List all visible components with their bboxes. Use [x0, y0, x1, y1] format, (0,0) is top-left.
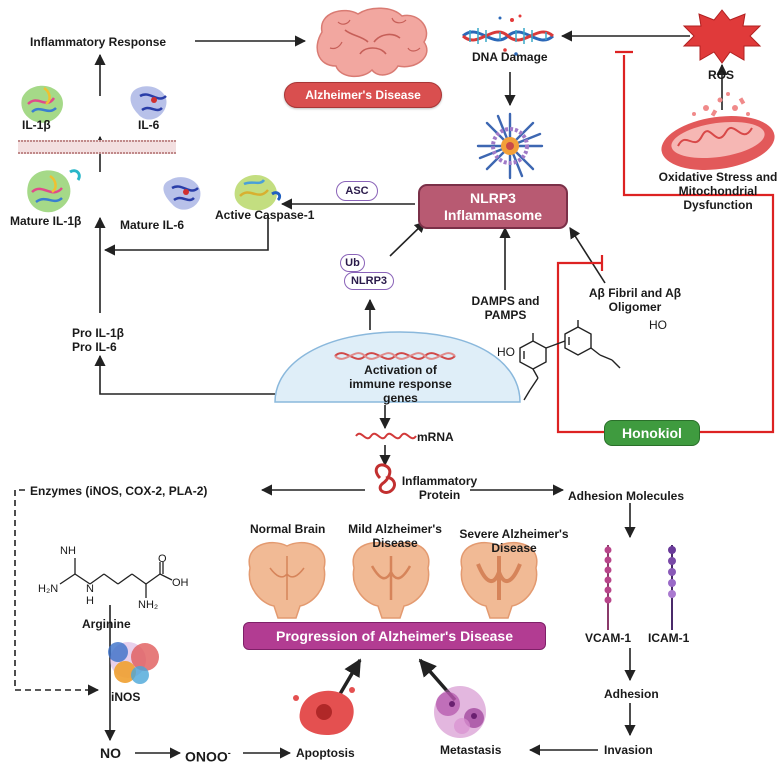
inflammasome-illustration — [476, 112, 544, 180]
normal-brain-label: Normal Brain — [250, 522, 326, 536]
inflammasome-label: Inflammasome — [443, 206, 543, 223]
inflammatory-protein-label: Inflammatory Protein — [401, 474, 478, 502]
onoo-label: ONOO- — [185, 748, 231, 765]
arginine-structure — [59, 558, 173, 598]
mild-alzheimers-label: Mild Alzheimer's Disease — [348, 522, 442, 550]
severe-alzheimers-brain-section — [460, 542, 538, 619]
brain-illustration — [316, 7, 428, 78]
il1b-label: IL-1β — [22, 118, 51, 132]
alzheimers-disease-pill: Alzheimer's Disease — [284, 82, 442, 108]
nlrp3-inflammasome-box: NLRP3 Inflammasome — [418, 184, 568, 229]
enzymes-label: Enzymes (iNOS, COX-2, PLA-2) — [30, 484, 208, 498]
icam1-label: ICAM-1 — [648, 631, 690, 645]
inos-protein — [108, 642, 159, 684]
invasion-label: Invasion — [604, 743, 653, 757]
honokiol-box: Honokiol — [604, 420, 700, 446]
dna-helix — [461, 14, 555, 56]
mature-il1b-label: Mature IL-1β — [10, 214, 82, 228]
inos-label: iNOS — [111, 690, 141, 704]
il6-label: IL-6 — [138, 118, 160, 132]
mild-alzheimers-brain-section — [352, 542, 430, 619]
nlrp3-small-pill: NLRP3 — [344, 272, 394, 290]
chem-nh2-label: NH₂ — [138, 599, 159, 611]
asc-pill: ASC — [336, 181, 378, 201]
adhesion-molecules-label: Adhesion Molecules — [568, 489, 685, 503]
ros-burst — [682, 9, 762, 64]
dna-damage-label: DNA Damage — [472, 50, 548, 64]
chem-n-label: N — [86, 583, 94, 595]
chem-h2n-label: H₂N — [38, 583, 59, 595]
metastasis-label: Metastasis — [440, 743, 502, 757]
abeta-label: Aβ Fibril and Aβ Oligomer — [588, 286, 682, 314]
honokiol-structure — [519, 320, 621, 401]
mature-il6-label: Mature IL-6 — [120, 218, 185, 232]
il6-protein — [130, 86, 167, 120]
mature-il6-protein — [163, 177, 201, 210]
normal-brain-section — [248, 542, 326, 619]
chem-o-label: O — [158, 553, 167, 565]
mrna-squiggle — [355, 432, 417, 440]
active-caspase1-label: Active Caspase-1 — [215, 208, 315, 222]
activation-genes-label: Activation of immune response genes — [349, 363, 452, 405]
arginine-label: Arginine — [82, 617, 131, 631]
inflammatory-response-label: Inflammatory Response — [30, 35, 167, 49]
metastasis-cells — [434, 686, 486, 738]
pro-il-label: Pro IL-1β Pro IL-6 — [72, 326, 124, 354]
inhibition-lines — [556, 50, 775, 434]
vcam1-molecule — [604, 545, 612, 630]
il1b-protein — [21, 85, 63, 123]
icam1-molecule — [668, 545, 676, 630]
active-caspase1-protein — [234, 175, 282, 211]
damps-pamps-label: DAMPS and PAMPS — [471, 294, 540, 322]
ho-top-label: HO — [649, 318, 667, 332]
ros-label: ROS — [708, 68, 735, 82]
cell-membrane — [18, 140, 176, 154]
nucleus — [274, 331, 521, 403]
adhesion-label: Adhesion — [604, 687, 659, 701]
chem-h-label: H — [86, 595, 94, 607]
no-label: NO — [100, 745, 121, 761]
chem-nh-label: NH — [60, 545, 76, 557]
nlrp3-label: NLRP3 — [470, 189, 516, 206]
mrna-label: mRNA — [417, 430, 454, 444]
severe-alzheimers-label: Severe Alzheimer's Disease — [459, 527, 569, 555]
chem-oh-label: OH — [172, 577, 189, 589]
mature-il1b-protein — [27, 169, 81, 213]
inflammatory-protein-icon — [374, 463, 396, 494]
apoptosis-label: Apoptosis — [296, 746, 355, 760]
mitochondrion-illustration — [661, 92, 775, 170]
arrows — [14, 30, 728, 759]
ho-left-label: HO — [497, 345, 515, 359]
alzheimers-disease-label: Alzheimer's Disease — [305, 88, 421, 102]
vcam1-label: VCAM-1 — [585, 631, 632, 645]
oxidative-stress-label: Oxidative Stress and Mitochondrial Dysfu… — [658, 170, 778, 212]
ub-pill: Ub — [340, 254, 365, 272]
progression-bar: Progression of Alzheimer's Disease — [243, 622, 546, 650]
nucleus-dna — [334, 352, 456, 360]
apoptosis-cell — [293, 687, 355, 736]
